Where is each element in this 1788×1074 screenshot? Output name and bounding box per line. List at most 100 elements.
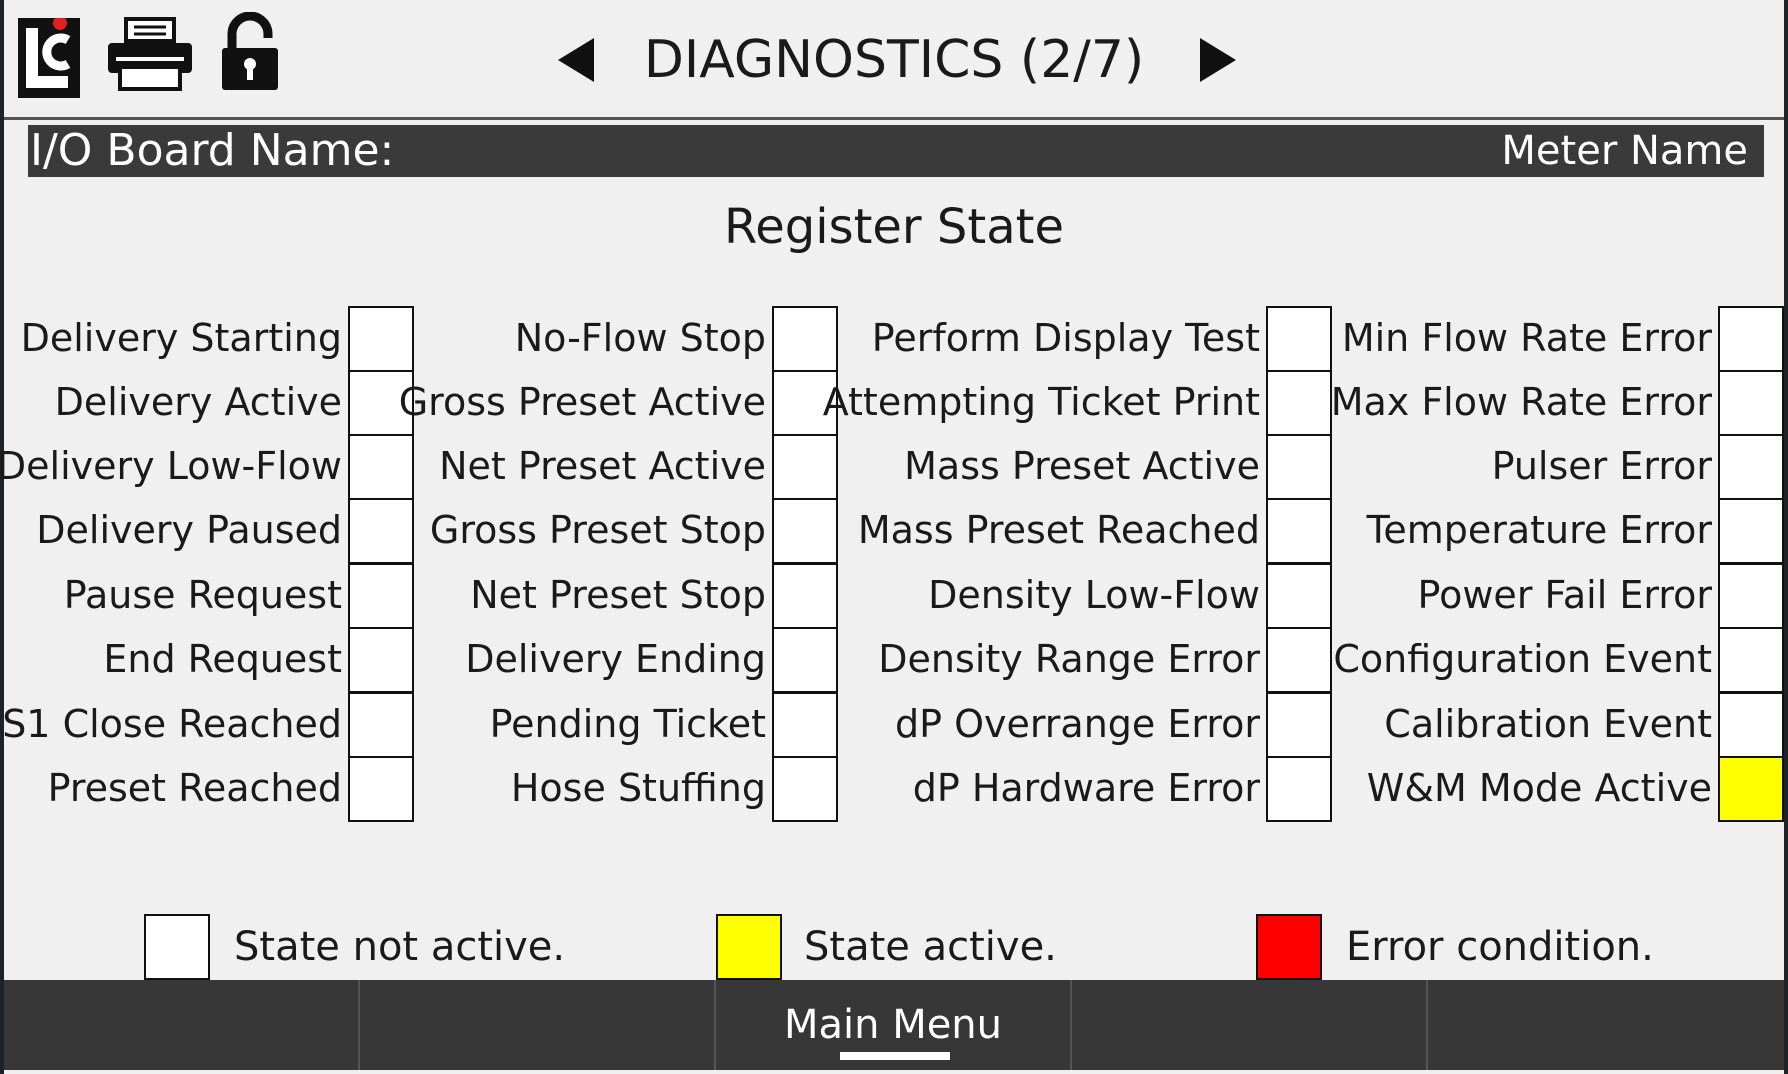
register-label: Mass Preset Reached <box>857 508 1260 552</box>
legend-error-label: Error condition. <box>1346 924 1654 970</box>
register-row: Delivery Paused <box>4 498 414 564</box>
lc-logo-icon[interactable] <box>18 18 80 98</box>
legend-active-swatch <box>716 914 782 980</box>
header: DIAGNOSTICS (2/7) <box>4 0 1784 118</box>
register-state-indicator <box>1718 692 1784 758</box>
register-label: Density Range Error <box>878 637 1260 681</box>
printer-icon[interactable] <box>106 17 194 91</box>
unlocked-padlock-icon[interactable] <box>218 12 282 92</box>
register-state-indicator <box>1266 306 1332 372</box>
register-state-indicator <box>1266 370 1332 436</box>
register-state-indicator <box>1266 563 1332 629</box>
register-row: Net Preset Stop <box>424 563 838 629</box>
register-label: Net Preset Stop <box>470 573 766 617</box>
register-label: Gross Preset Stop <box>429 508 766 552</box>
register-row: Pending Ticket <box>424 692 838 758</box>
register-row: Delivery Starting <box>4 306 414 372</box>
softkey-5[interactable] <box>1428 980 1784 1070</box>
register-row: Preset Reached <box>4 756 414 822</box>
register-state-indicator <box>348 370 414 436</box>
register-label: Hose Stuffing <box>510 766 766 810</box>
register-state-indicator <box>772 692 838 758</box>
register-state-indicator <box>1718 563 1784 629</box>
register-state-indicator <box>772 370 838 436</box>
register-row: Mass Preset Reached <box>844 498 1332 564</box>
register-label: Delivery Active <box>54 380 342 424</box>
register-label: Max Flow Rate Error <box>1330 380 1712 424</box>
register-label: Attempting Ticket Print <box>822 380 1260 424</box>
register-row: Power Fail Error <box>1338 563 1784 629</box>
header-divider <box>4 117 1784 120</box>
register-state-indicator <box>348 434 414 500</box>
register-label: Perform Display Test <box>871 316 1260 360</box>
meter-name: Meter Name <box>1501 128 1748 174</box>
legend-inactive-swatch <box>144 914 210 980</box>
register-label: No-Flow Stop <box>514 316 766 360</box>
register-label: Min Flow Rate Error <box>1341 316 1712 360</box>
register-label: Delivery Ending <box>465 637 766 681</box>
section-title: Register State <box>724 199 1064 255</box>
register-row: Attempting Ticket Print <box>823 370 1332 436</box>
register-row: No-Flow Stop <box>424 306 838 372</box>
register-label: S1 Close Reached <box>2 702 342 746</box>
register-state-indicator <box>1718 498 1784 564</box>
register-row: Density Low-Flow <box>844 563 1332 629</box>
prev-arrow-icon[interactable] <box>552 32 602 88</box>
register-label: dP Hardware Error <box>912 766 1260 810</box>
register-state-indicator <box>348 306 414 372</box>
register-label: Delivery Low-Flow <box>0 444 342 488</box>
register-label: Mass Preset Active <box>904 444 1260 488</box>
next-arrow-icon[interactable] <box>1192 32 1242 88</box>
register-label: Temperature Error <box>1366 508 1712 552</box>
legend-active-label: State active. <box>804 924 1057 970</box>
register-row: Hose Stuffing <box>424 756 838 822</box>
register-row: Max Flow Rate Error <box>1331 370 1784 436</box>
register-row: Perform Display Test <box>844 306 1332 372</box>
main-menu-label: Main Menu <box>783 1002 1003 1048</box>
register-row: Pause Request <box>4 563 414 629</box>
register-row: W&M Mode Active <box>1338 756 1784 822</box>
register-state-indicator <box>1718 434 1784 500</box>
register-state-indicator <box>772 756 838 822</box>
register-state-indicator <box>1266 692 1332 758</box>
register-row: Gross Preset Stop <box>424 498 838 564</box>
register-row: End Request <box>4 627 414 693</box>
register-state-indicator <box>348 563 414 629</box>
register-state-indicator <box>1718 306 1784 372</box>
register-state-indicator <box>348 692 414 758</box>
register-state-indicator <box>772 563 838 629</box>
page-title: DIAGNOSTICS (2/7) <box>643 30 1145 90</box>
register-row: dP Overrange Error <box>844 692 1332 758</box>
register-row: Density Range Error <box>844 627 1332 693</box>
register-label: Pause Request <box>63 573 342 617</box>
register-label: dP Overrange Error <box>894 702 1260 746</box>
main-menu-underline <box>840 1052 950 1060</box>
register-label: W&M Mode Active <box>1366 766 1712 810</box>
register-label: Gross Preset Active <box>398 380 766 424</box>
register-row: S1 Close Reached <box>2 692 414 758</box>
register-label: Delivery Starting <box>20 316 342 360</box>
register-state-indicator <box>348 756 414 822</box>
legend-error-swatch <box>1256 914 1322 980</box>
register-state-indicator <box>1718 627 1784 693</box>
register-row: Delivery Ending <box>424 627 838 693</box>
register-row: Temperature Error <box>1338 498 1784 564</box>
register-state-indicator <box>1266 756 1332 822</box>
register-label: Configuration Event <box>1333 637 1712 681</box>
register-state-indicator <box>1718 370 1784 436</box>
softkey-4[interactable] <box>1072 980 1428 1070</box>
register-row: Configuration Event <box>1333 627 1784 693</box>
softkey-2[interactable] <box>360 980 716 1070</box>
softkey-1[interactable] <box>4 980 360 1070</box>
register-row: Delivery Active <box>4 370 414 436</box>
register-state-indicator <box>772 306 838 372</box>
io-board-name-label: I/O Board Name: <box>30 125 395 176</box>
register-label: End Request <box>103 637 342 681</box>
info-bar: I/O Board Name: Meter Name <box>28 125 1764 177</box>
register-state-indicator <box>1266 627 1332 693</box>
main-menu-button[interactable]: Main Menu <box>716 980 1072 1070</box>
register-state-indicator <box>348 627 414 693</box>
bottom-softkey-bar: Main Menu <box>4 980 1784 1070</box>
register-row: Calibration Event <box>1338 692 1784 758</box>
register-label: Pending Ticket <box>489 702 766 746</box>
